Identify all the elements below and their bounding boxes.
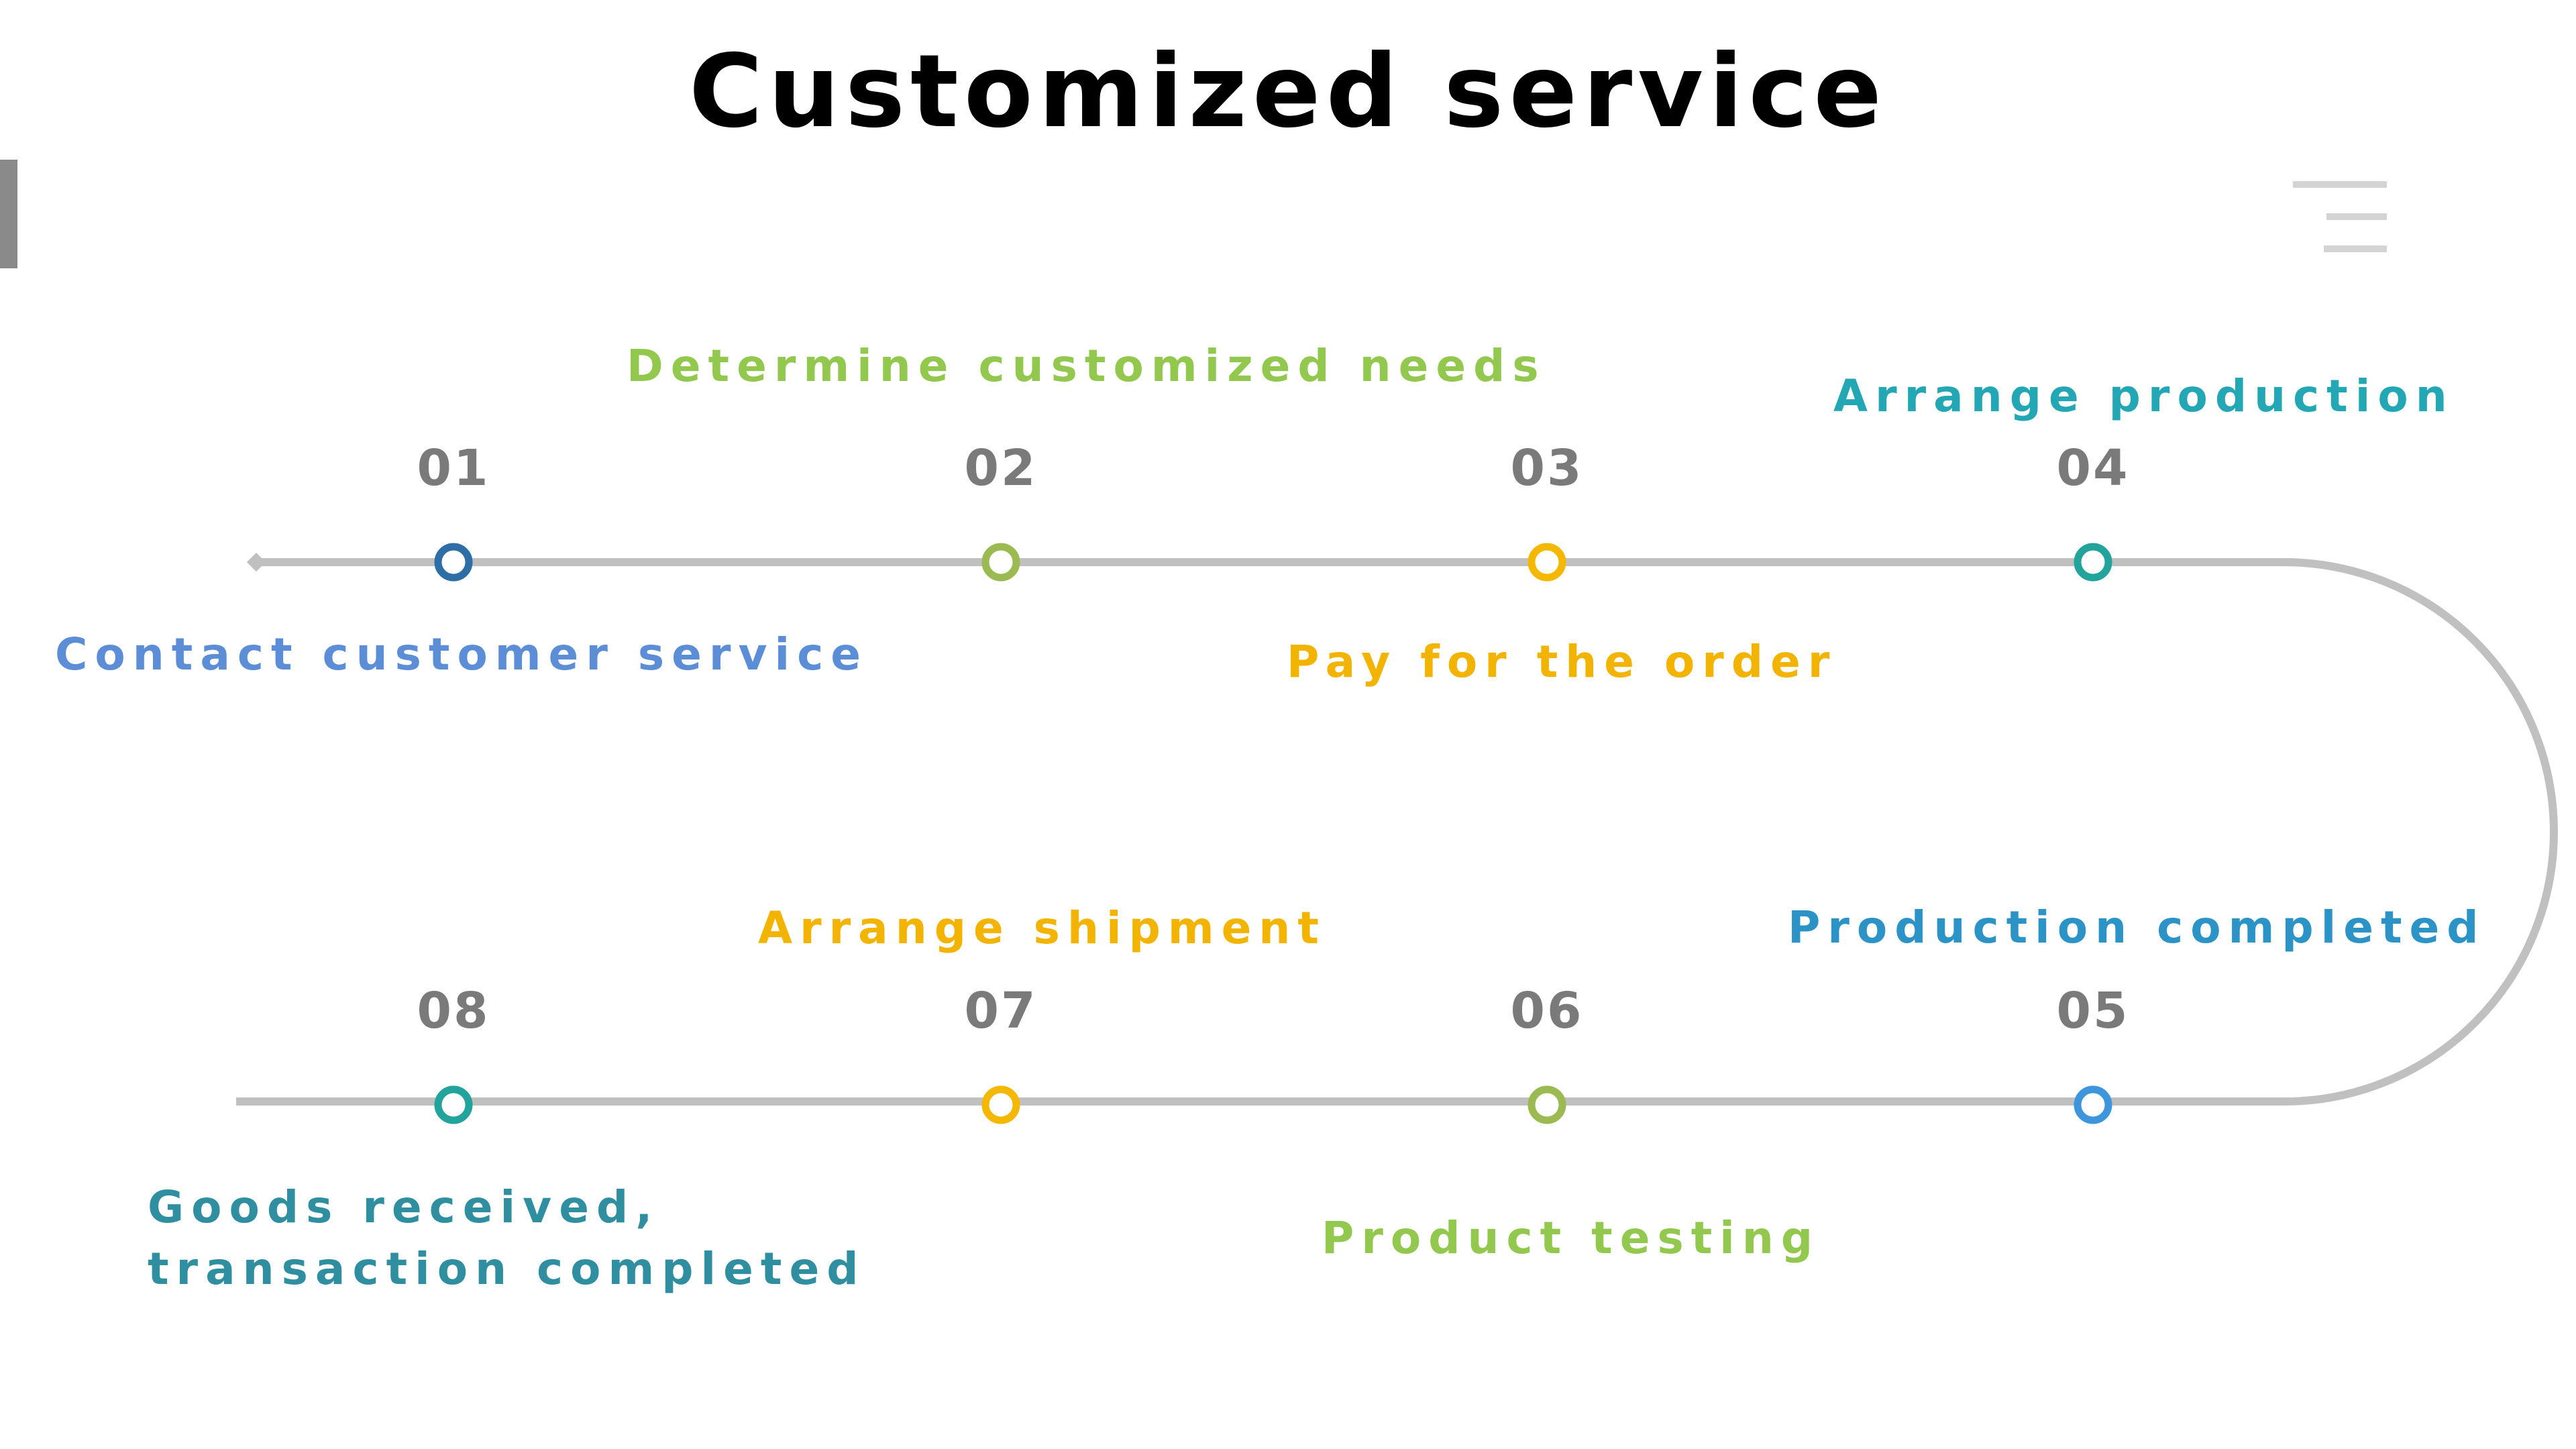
step-label-07: Arrange shipment (758, 902, 1326, 954)
step-circle-07 (981, 1085, 1020, 1124)
step-number-07: 07 (964, 982, 1038, 1040)
track-start-marker (246, 552, 266, 572)
step-circle-08 (434, 1085, 473, 1124)
step-circle-03 (1527, 543, 1566, 582)
step-number-08: 08 (417, 982, 490, 1040)
step-number-01: 01 (417, 439, 490, 497)
step-circle-01 (434, 543, 473, 582)
step-number-05: 05 (2056, 982, 2130, 1040)
menu-lines-icon[interactable] (2293, 181, 2387, 252)
step-number-03: 03 (1510, 439, 1584, 497)
step-label-08-line2: transaction completed (148, 1243, 866, 1295)
step-number-06: 06 (1510, 982, 1584, 1040)
step-circle-02 (981, 543, 1020, 582)
track-line (236, 558, 2558, 1106)
step-circle-05 (2074, 1085, 2112, 1124)
step-circle-06 (1527, 1085, 1566, 1124)
step-label-08-line1: Goods received, (148, 1181, 660, 1233)
step-label-01: Contact customer service (55, 629, 868, 680)
step-label-03: Pay for the order (1287, 636, 1837, 688)
page-title: Customized service (688, 34, 1888, 150)
step-label-02: Determine customized needs (627, 340, 1546, 392)
step-label-06: Product testing (1322, 1212, 1821, 1264)
left-accent-bar (0, 160, 17, 268)
step-number-02: 02 (964, 439, 1038, 497)
step-number-04: 04 (2056, 439, 2130, 497)
step-label-04: Arrange production (1833, 370, 2455, 422)
step-label-05: Production completed (1788, 902, 2486, 953)
step-circle-04 (2074, 543, 2112, 582)
